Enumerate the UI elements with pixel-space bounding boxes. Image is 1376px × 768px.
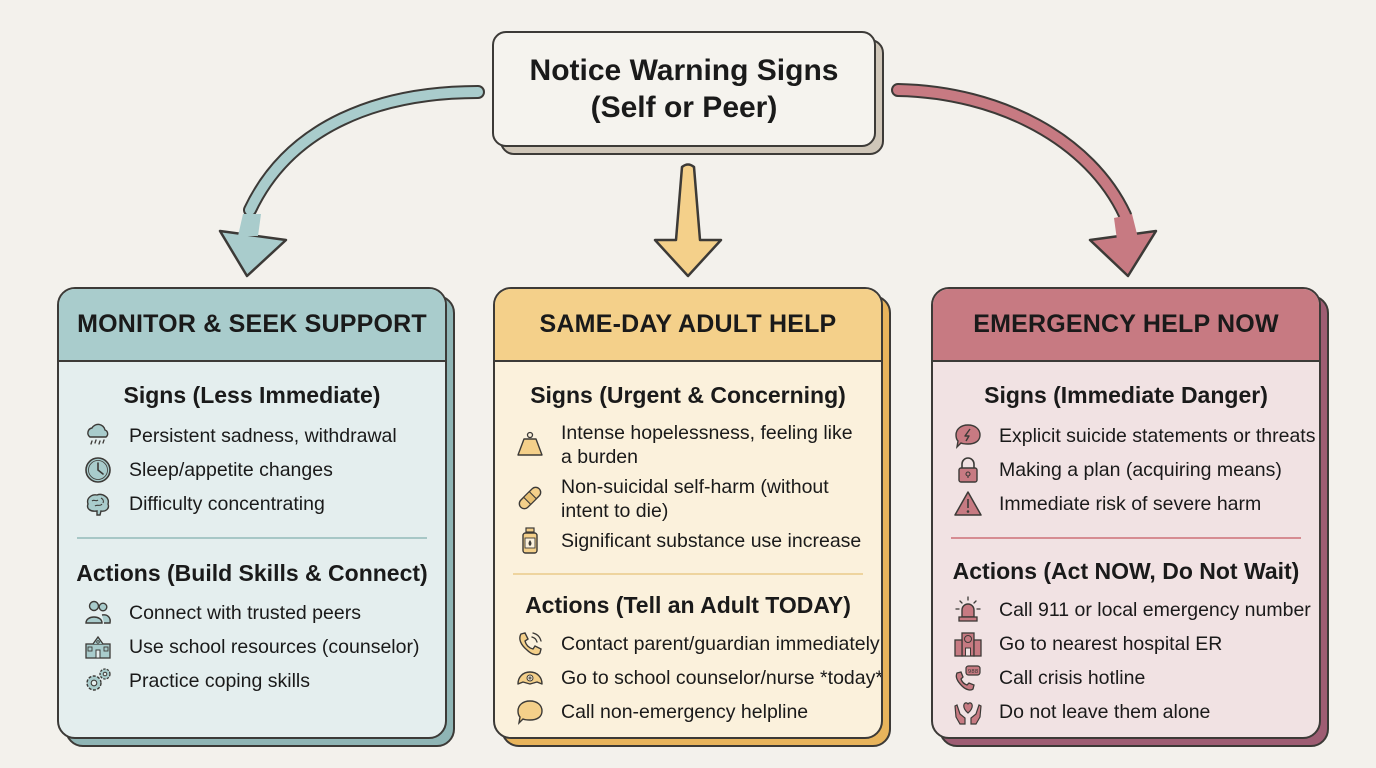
item-text: Significant substance use increase <box>561 530 862 552</box>
item-text-block: Non-suicidal self-harm (without intent t… <box>561 475 829 523</box>
card-emergency-help-now: EMERGENCY HELP NOW Signs (Immediate Dang… <box>931 287 1329 747</box>
list-item: Practice coping skills <box>81 666 310 696</box>
signs-title: Signs (Less Immediate) <box>123 382 381 408</box>
list-item: Intense hopelessness, feeling like a bur… <box>513 421 853 469</box>
item-text: Sleep/appetite changes <box>129 459 333 481</box>
brain-icon <box>81 489 115 519</box>
item-text: Making a plan (acquiring means) <box>999 459 1282 481</box>
list-item: Go to nearest hospital ER <box>951 632 1222 659</box>
list-item: Connect with trusted peers <box>81 598 361 628</box>
bandage-icon <box>513 483 547 513</box>
list-item: Sleep/appetite changes <box>81 455 333 485</box>
speech-bubble-icon <box>513 697 547 727</box>
item-text: Do not leave them alone <box>999 701 1211 723</box>
people-icon <box>81 598 115 628</box>
card-face: MONITOR & SEEK SUPPORT Signs (Less Immed… <box>57 287 447 739</box>
item-text: Explicit suicide statements or threats <box>999 425 1316 447</box>
signs-title: Signs (Urgent & Concerning) <box>530 382 846 408</box>
hotline-phone-icon: 988 <box>951 663 985 693</box>
item-text: Call non-emergency helpline <box>561 701 809 723</box>
list-item: Significant substance use increase <box>513 526 862 556</box>
item-text: Immediate risk of severe harm <box>999 493 1262 515</box>
list-item: Contact parent/guardian immediately <box>513 632 880 659</box>
list-item: Do not leave them alone <box>951 700 1210 727</box>
phone-icon <box>513 629 547 659</box>
list-item: Difficulty concentrating <box>81 492 325 519</box>
caring-hands-icon <box>951 697 985 727</box>
school-icon <box>81 632 115 662</box>
list-item: Call non-emergency helpline <box>513 700 808 727</box>
item-text: Contact parent/guardian immediately <box>561 633 880 655</box>
item-text-cont: intent to die) <box>561 500 669 522</box>
start-node-subtitle: (Self or Peer) <box>590 91 778 124</box>
item-text: Use school resources (counselor) <box>129 636 420 658</box>
item-text: Non-suicidal self-harm (without <box>561 476 829 498</box>
list-item: 988 Call crisis hotline <box>951 663 1146 693</box>
rain-cloud-icon <box>81 421 115 451</box>
card-monitor-seek-support: MONITOR & SEEK SUPPORT Signs (Less Immed… <box>57 287 455 747</box>
card-body: Signs (Urgent & Concerning) Intense hope… <box>495 362 881 737</box>
item-text-cont: a burden <box>561 446 638 468</box>
bottle-icon <box>513 526 547 556</box>
item-text-block: Intense hopelessness, feeling like a bur… <box>561 421 853 469</box>
card-header: EMERGENCY HELP NOW <box>933 289 1319 362</box>
card-header: MONITOR & SEEK SUPPORT <box>59 289 445 362</box>
list-item: Use school resources (counselor) <box>81 635 419 662</box>
item-text: Call crisis hotline <box>999 667 1146 689</box>
lock-icon <box>951 455 985 485</box>
list-item: Immediate risk of severe harm <box>951 489 1262 519</box>
actions-title: Actions (Act NOW, Do Not Wait) <box>952 558 1300 584</box>
hospital-icon <box>951 629 985 659</box>
item-text: Difficulty concentrating <box>129 493 325 515</box>
warning-triangle-icon <box>951 489 985 519</box>
item-text: Call 911 or local emergency number <box>999 599 1311 621</box>
actions-title: Actions (Build Skills & Connect) <box>76 560 428 586</box>
section-divider <box>951 537 1301 539</box>
signs-title: Signs (Immediate Danger) <box>984 382 1268 408</box>
arrow-to-emergency <box>891 83 1158 278</box>
section-divider <box>77 537 427 539</box>
card-body: Signs (Less Immediate) Persistent sadnes… <box>59 362 445 737</box>
arrow-to-sameday <box>653 163 723 278</box>
list-item: Making a plan (acquiring means) <box>951 455 1282 485</box>
nurse-cap-icon <box>513 663 547 693</box>
arrow-to-monitor <box>218 85 485 278</box>
item-text: Persistent sadness, withdrawal <box>129 425 397 447</box>
siren-icon <box>951 595 985 625</box>
list-item: Go to school counselor/nurse *today* <box>513 663 883 693</box>
section-divider <box>513 573 863 575</box>
actions-title: Actions (Tell an Adult TODAY) <box>525 592 851 618</box>
start-node-box: Notice Warning Signs (Self or Peer) <box>492 31 876 147</box>
svg-text:988: 988 <box>968 669 979 675</box>
list-item: Call 911 or local emergency number <box>951 595 1311 625</box>
card-header: SAME-DAY ADULT HELP <box>495 289 881 362</box>
list-item: Non-suicidal self-harm (without intent t… <box>513 475 829 523</box>
list-item: Persistent sadness, withdrawal <box>81 421 397 451</box>
alert-speech-icon <box>951 421 985 451</box>
list-item: Explicit suicide statements or threats <box>951 424 1315 451</box>
gears-icon <box>81 666 115 696</box>
weight-icon <box>513 429 547 459</box>
card-body: Signs (Immediate Danger) Explicit suicid… <box>933 362 1319 737</box>
item-text: Go to nearest hospital ER <box>999 633 1223 655</box>
start-node-title: Notice Warning Signs <box>529 54 839 87</box>
card-same-day-adult-help: SAME-DAY ADULT HELP Signs (Urgent & Conc… <box>493 287 891 747</box>
card-face: SAME-DAY ADULT HELP Signs (Urgent & Conc… <box>493 287 883 739</box>
item-text: Connect with trusted peers <box>129 602 361 624</box>
item-text: Go to school counselor/nurse *today* <box>561 667 883 689</box>
item-text: Practice coping skills <box>129 670 310 692</box>
item-text: Intense hopelessness, feeling like <box>561 422 853 444</box>
start-node: Notice Warning Signs (Self or Peer) <box>492 31 884 155</box>
clock-icon <box>81 455 115 485</box>
card-face: EMERGENCY HELP NOW Signs (Immediate Dang… <box>931 287 1321 739</box>
